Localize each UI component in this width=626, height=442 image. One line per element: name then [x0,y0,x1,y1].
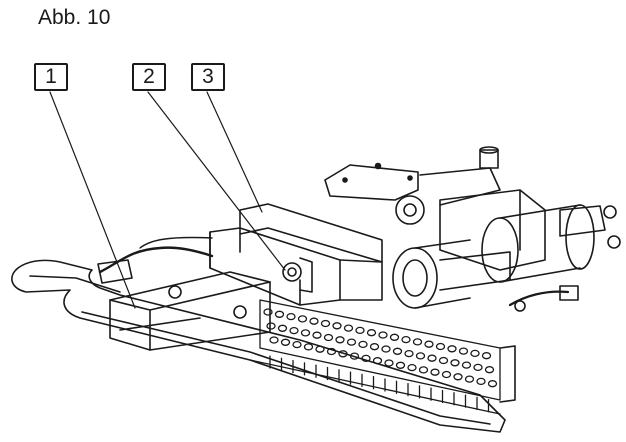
spring-coil [484,366,495,374]
spring-coil [458,347,469,355]
wheel [392,239,511,309]
spring-rows [249,299,501,415]
spring-coil [412,338,423,346]
spring-coil [424,340,434,348]
spring-coil [289,326,299,335]
spring-coil [332,322,342,330]
screw-part-2 [282,257,313,293]
spring-coil [450,359,460,367]
spring-coil [346,338,357,346]
spring-coil [404,349,414,358]
spring-coil [292,340,302,349]
spring-coil [343,324,354,332]
spring-coil [323,333,334,342]
spring-coil [395,361,406,369]
spring-coil [476,377,486,386]
leader-lines [49,91,286,309]
spring-coil [303,343,314,351]
spring-coil [392,347,403,355]
spring-coil [320,319,331,328]
spring-coil [487,380,498,388]
spring-coil [355,326,365,335]
spring-coil [470,349,480,358]
spring-coil [358,340,368,349]
spring-coil [389,333,400,341]
spring-coil [430,368,440,376]
spring-coil [338,350,348,358]
spring-coil [280,338,291,346]
spring-coil [286,312,296,321]
spring-coil [315,345,325,353]
cylinder [481,204,621,283]
front-edge [499,345,516,403]
spring-coil [384,359,394,367]
spring-coil [274,310,285,318]
spring-coil [407,363,417,372]
spring-coil [447,345,457,353]
spring-coil [435,342,446,351]
spring-coil [372,357,383,365]
spring-coil [438,356,449,365]
drive-unit [324,146,546,271]
cable [98,246,214,274]
spring-coil [269,336,279,344]
spring-coil [266,322,276,330]
callout-1-label: 1 [34,63,68,91]
spring-coil [453,373,463,381]
spring-coil [464,375,475,383]
spring-coil [312,331,322,339]
figure-title: Abb. 10 [38,6,111,29]
spring-coil [473,363,483,372]
spring-coil [381,345,391,353]
right-fitting [508,290,570,307]
spring-coil [300,329,311,337]
spring-coil [461,361,472,369]
spring-coil [297,315,308,323]
spring-coil [263,308,273,316]
central-block [209,203,383,306]
spring-coil [401,335,411,344]
spring-coil [369,343,380,351]
spring-coil [481,352,492,360]
spring-coil [441,370,452,379]
spring-coil [415,352,426,360]
callout-2-label: 2 [132,63,166,91]
left-carriage [97,259,271,351]
spring-coil [277,324,288,332]
spring-coil [326,347,337,356]
callout-3-label: 3 [191,63,225,91]
spring-coil [309,317,319,325]
spring-coil [335,336,345,344]
spring-coil [427,354,437,362]
spring-coil [418,366,429,374]
base-plate [11,259,506,433]
spring-coil [349,352,360,360]
spring-coil [361,354,371,363]
spring-coil [366,329,377,337]
spring-coil [378,331,388,339]
